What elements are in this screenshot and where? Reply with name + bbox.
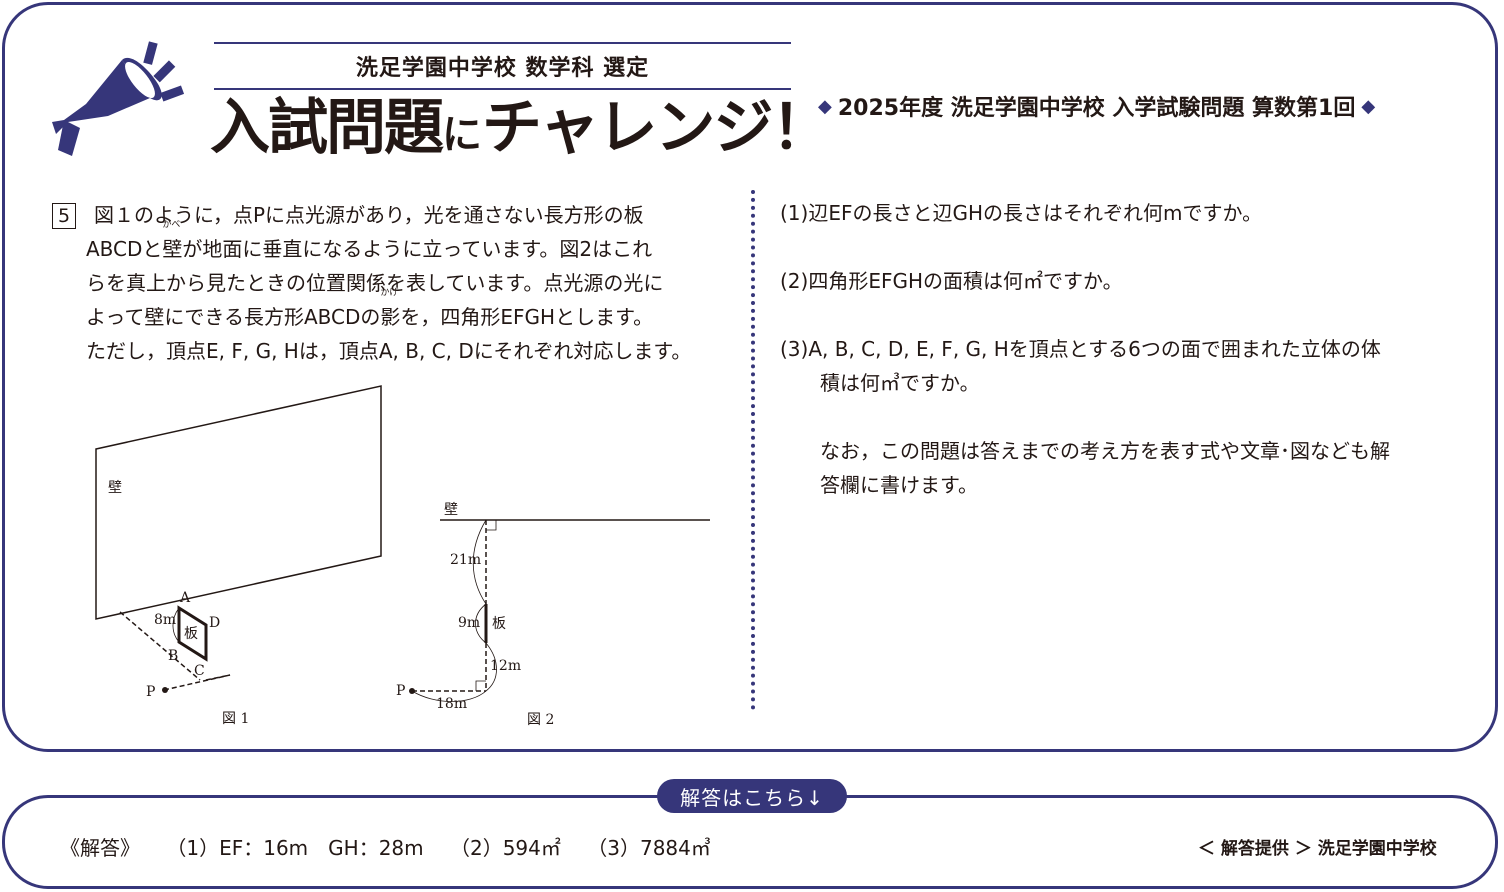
main-title-part3: チャレンジ！ <box>482 93 831 163</box>
problem-text: ただし，頂点E, F, G, Hは，頂点A, B, C, Dにそれぞれ対応します… <box>86 339 692 363</box>
question-2: (2)四角形EFGHの面積は何㎡ですか。 <box>780 269 1123 293</box>
main-title: 入試問題にチャレンジ！ <box>210 88 831 175</box>
answers: 《解答》 （1）EF：16m GH：28m （2）594㎡ （3）7884㎥ <box>60 832 731 861</box>
megaphone-icon <box>52 41 185 156</box>
question-3-cont: 積は何㎥ですか。 <box>820 371 980 395</box>
problem-line: ABCDとかべ壁が地面に垂直になるように立っています。図2はこれ <box>52 220 732 266</box>
point-c-label: C <box>194 663 205 679</box>
problem-line: ただし，頂点E, F, G, Hは，頂点A, B, C, Dにそれぞれ対応します… <box>52 334 732 368</box>
answer-label: 《解答》 <box>60 836 140 860</box>
dimension-label: 18m <box>436 696 467 712</box>
ruby-kage: かげ影 <box>380 288 401 334</box>
problem-text: 図１のように，点Pに点光源があり，光を通さない長方形の板 <box>94 203 644 227</box>
main-title-part2: に <box>442 112 482 158</box>
point-a-label: A <box>179 590 191 606</box>
wall-label: 壁 <box>444 502 458 518</box>
main-title-part1: 入試問題 <box>210 93 444 163</box>
problem-text: よって壁にできる長方形ABCDの <box>86 305 381 329</box>
question-1: (1)辺EFの長さと辺GHの長さはそれぞれ何mですか。 <box>780 201 1263 225</box>
ruby-base: 影 <box>380 305 401 329</box>
point-p-label: P <box>146 684 155 700</box>
dimension-label: 12m <box>490 658 521 674</box>
answer-1: （1）EF：16m GH：28m <box>166 836 424 860</box>
ruby-kabe: かべ壁 <box>162 220 183 266</box>
sub-title: 洗足学園中学校 数学科 選定 <box>355 56 650 81</box>
ruby-base: 壁 <box>162 237 183 261</box>
answer-2: （2）594㎡ <box>449 836 561 860</box>
answer-3: （3）7884㎥ <box>587 836 711 860</box>
exam-title-text: 2025年度 洗足学園中学校 入学試験問題 算数第1回 <box>837 96 1356 121</box>
diamond-icon: ◆ <box>818 95 832 117</box>
diamond-icon: ◆ <box>1361 95 1376 117</box>
note-line: なお，この問題は答えまでの考え方を表す式や文章･図なども解 <box>820 439 1390 463</box>
wall-label: 壁 <box>108 480 122 496</box>
answer-tab[interactable]: 解答はこちら↓ <box>657 779 847 813</box>
figure-1: 壁 A B C D P 8m 板 図 1 <box>95 385 382 727</box>
dimension-label: 9m <box>458 615 480 631</box>
problem-line: よって壁にできる長方形ABCDのかげ影を，四角形EFGHとします。 <box>52 288 732 334</box>
question-3: (3)A, B, C, D, E, F, G, Hを頂点とする6つの面で囲まれた… <box>780 337 1381 361</box>
dimension-label: 21m <box>450 552 481 568</box>
questions: (1)辺EFの長さと辺GHの長さはそれぞれ何mですか。 (2)四角形EFGHの面… <box>780 196 1470 502</box>
problem-text: が地面に垂直になるように立っています。図2はこれ <box>182 237 653 261</box>
point-d-label: D <box>209 615 220 631</box>
plate-label: 板 <box>492 616 506 632</box>
answer-credit: ＜ 解答提供 ＞ 洗足学園中学校 <box>1198 839 1437 859</box>
problem-text: らを真上から見たときの位置関係を表しています。点光源の光に <box>86 271 664 295</box>
problem-number: 5 <box>52 203 76 229</box>
figure-2: 壁 21m 9m 12m 18m 板 P 図 2 <box>396 502 710 728</box>
point-p-label: P <box>396 683 405 699</box>
figure-caption: 図 1 <box>222 711 249 727</box>
sub-title-bar: 洗足学園中学校 数学科 選定 <box>214 42 791 90</box>
problem-card <box>2 2 1498 752</box>
problem-text: を，四角形EFGHとします。 <box>400 305 654 329</box>
figure-caption: 図 2 <box>527 712 554 728</box>
plate-label: 板 <box>184 626 198 642</box>
ruby-text: かげ <box>380 288 399 298</box>
problem-line: らを真上から見たときの位置関係を表しています。点光源の光に <box>52 266 732 300</box>
problem-line: 5 図１のように，点Pに点光源があり，光を通さない長方形の板 <box>52 198 732 232</box>
problem-text: ABCDと <box>86 237 163 261</box>
note-line: 答欄に書けます。 <box>820 473 978 497</box>
exam-title: ◆ 2025年度 洗足学園中学校 入学試験問題 算数第1回 ◆ <box>818 90 1375 122</box>
point-b-label: B <box>168 648 178 664</box>
ruby-text: かべ <box>162 220 181 230</box>
dimension-label: 8m <box>154 612 176 628</box>
dotted-divider <box>751 190 755 710</box>
